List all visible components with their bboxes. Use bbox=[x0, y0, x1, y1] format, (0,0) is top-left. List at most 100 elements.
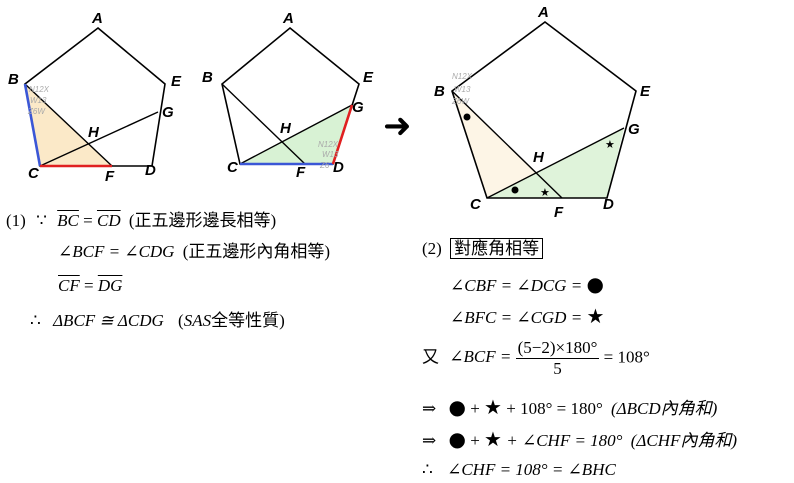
star-icon: ★ bbox=[484, 395, 502, 419]
segment-cg bbox=[39, 111, 159, 167]
proof1-line2: ∠BCF = ∠CDG (正五邊形內角相等) bbox=[58, 241, 330, 263]
therefore-symbol: ∴ bbox=[422, 460, 433, 479]
equals: = bbox=[83, 276, 94, 295]
sum-chf: + ∠CHF = 180° bbox=[506, 431, 623, 450]
proof1-number: (1) bbox=[6, 211, 26, 230]
plus-sign: + bbox=[470, 431, 480, 450]
equals: = bbox=[83, 211, 93, 230]
label-f: F bbox=[296, 164, 306, 181]
segment-dg-red bbox=[331, 104, 354, 165]
proof1-line4: ∴ ΔBCF ≅ ΔCDG (SAS全等性質) bbox=[30, 310, 285, 332]
label-g: G bbox=[352, 99, 364, 116]
tiny-mark: W13 bbox=[322, 150, 339, 159]
star-icon: ★ bbox=[586, 304, 605, 328]
label-b: B bbox=[202, 69, 213, 86]
segment-cg bbox=[239, 104, 353, 165]
pentagon-3 bbox=[451, 20, 637, 199]
proof2-line2: ∠BFC = ∠CGD = ★ bbox=[450, 305, 604, 329]
proof2-line3: 又 ∠BCF = (5−2)×180° 5 = 108° bbox=[422, 338, 650, 379]
pentagon-figure-2: N12X W13 Z6 A B E G H C F D bbox=[202, 10, 374, 181]
fraction-numerator: (5−2)×180° bbox=[515, 338, 600, 359]
proof2-line1: ∠CBF = ∠DCG = ● bbox=[450, 273, 604, 297]
label-g: G bbox=[162, 104, 174, 121]
proof2-line6: ∴ ∠CHF = 108° = ∠BHC bbox=[422, 459, 616, 481]
fraction: (5−2)×180° 5 bbox=[515, 338, 600, 379]
reason-congruence: 全等性質 bbox=[211, 311, 280, 330]
segment-bc-blue bbox=[23, 83, 42, 167]
therefore-symbol: ∴ bbox=[30, 311, 41, 330]
label-h: H bbox=[533, 149, 545, 166]
circle-icon: ● bbox=[586, 272, 604, 296]
label-e: E bbox=[171, 73, 182, 90]
implies-symbol: ⇒ bbox=[422, 399, 437, 418]
circle-icon: ● bbox=[448, 395, 466, 419]
label-f: F bbox=[105, 168, 115, 185]
label-f: F bbox=[554, 204, 564, 221]
reason-paren-open: ( bbox=[178, 311, 184, 330]
label-h: H bbox=[88, 124, 100, 141]
because-symbol: ∵ bbox=[36, 211, 47, 230]
segment-bf bbox=[24, 83, 113, 167]
tiny-mark: N12X bbox=[452, 72, 473, 81]
tiny-mark: W13 bbox=[30, 96, 47, 105]
circle-icon bbox=[463, 113, 471, 121]
tiny-mark: N12X bbox=[29, 85, 50, 94]
proof1-line1: (1) ∵ BC = CD (正五邊形邊長相等) bbox=[6, 210, 276, 232]
tiny-mark: Z6W bbox=[451, 97, 470, 106]
label-b: B bbox=[8, 71, 19, 88]
again-symbol: 又 bbox=[422, 347, 439, 367]
pentagon-figure-3: ★ ★ N12X W13 Z6W A B E G H C F D bbox=[434, 4, 651, 221]
proof1-line3: CF = DG bbox=[58, 275, 122, 297]
angle-line-1: ∠CBF = ∠DCG = bbox=[450, 276, 583, 295]
label-g: G bbox=[628, 121, 640, 138]
final-equation: ∠CHF = 108° = ∠BHC bbox=[447, 460, 616, 479]
angle-equality: ∠BCF = ∠CDG bbox=[58, 242, 175, 261]
label-e: E bbox=[363, 69, 374, 86]
pentagon-figure-1: N12X W13 Z6W A B E G H C F D bbox=[8, 10, 182, 185]
segment-bf bbox=[451, 90, 563, 199]
congruence: ΔBCF ≅ ΔCDG bbox=[53, 311, 164, 330]
label-a: A bbox=[282, 10, 294, 27]
proof2-line0: (2) 對應角相等 bbox=[422, 238, 544, 260]
segment-cg bbox=[486, 127, 625, 199]
reason-bcd: (ΔBCD內角和) bbox=[611, 399, 718, 418]
star-icon: ★ bbox=[540, 186, 550, 199]
label-a: A bbox=[91, 10, 103, 27]
label-d: D bbox=[333, 159, 344, 176]
label-a: A bbox=[537, 4, 549, 21]
implies-symbol: ⇒ bbox=[422, 431, 437, 450]
tiny-mark: Z6W bbox=[27, 107, 46, 116]
label-c: C bbox=[28, 165, 40, 182]
angle-line-2: ∠BFC = ∠CGD = bbox=[450, 308, 583, 327]
segment-bc: BC bbox=[57, 211, 79, 230]
fraction-denominator: 5 bbox=[553, 359, 562, 378]
reason-paren-close: ) bbox=[279, 311, 285, 330]
sum-bcd: + 108° = 180° bbox=[506, 399, 603, 418]
arrow-icon: ➜ bbox=[383, 106, 412, 146]
angle-bcf: ∠BCF = bbox=[449, 347, 512, 367]
circle-icon bbox=[511, 186, 519, 194]
label-c: C bbox=[227, 159, 239, 176]
tiny-mark: W13 bbox=[454, 85, 471, 94]
boxed-statement: 對應角相等 bbox=[450, 238, 544, 259]
segment-dg: DG bbox=[97, 276, 123, 295]
label-d: D bbox=[145, 162, 156, 179]
label-b: B bbox=[434, 83, 445, 100]
proof2-line4: ⇒ ● + ★ + 108° = 180° (ΔBCD內角和) bbox=[422, 396, 717, 420]
label-c: C bbox=[470, 196, 482, 213]
proof2-line5: ⇒ ● + ★ + ∠CHF = 180° (ΔCHF內角和) bbox=[422, 428, 737, 452]
label-d: D bbox=[603, 196, 614, 213]
segment-cf: CF bbox=[58, 276, 80, 295]
reason-side: (正五邊形邊長相等) bbox=[128, 211, 277, 230]
star-icon: ★ bbox=[605, 138, 615, 151]
fraction-result: = 108° bbox=[603, 347, 650, 367]
segment-cd: CD bbox=[96, 211, 121, 230]
circle-icon: ● bbox=[448, 427, 466, 451]
tiny-mark: Z6 bbox=[319, 161, 330, 170]
label-e: E bbox=[640, 83, 651, 100]
sas: SAS bbox=[183, 311, 212, 330]
label-h: H bbox=[280, 120, 292, 137]
reason-angle: (正五邊形內角相等) bbox=[182, 242, 331, 261]
proof2-number: (2) bbox=[422, 239, 442, 258]
